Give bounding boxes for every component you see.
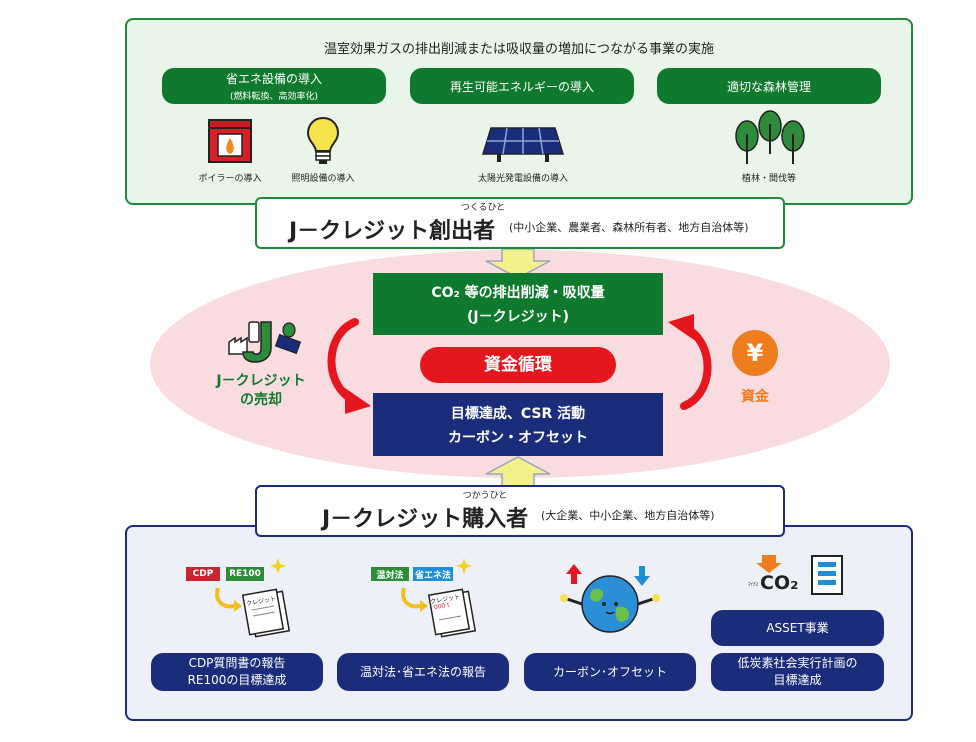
credit-document-icon: [215, 558, 291, 638]
energy-saving-law-tag: 省エネ法: [413, 567, 453, 581]
lightbulb-icon: [306, 116, 340, 164]
boiler-icon: [208, 119, 252, 163]
fund-cycle-label: 資金循環: [420, 347, 616, 383]
goals-line2: カーボン・オフセット: [448, 429, 588, 446]
goals-line1: 目標達成、CSR 活動: [450, 405, 586, 422]
credit-sale-line2: の売却: [240, 391, 282, 408]
emission-reduction-panel: 温室効果ガスの排出削減または吸収量の増加につながる事業の実施 省エネ設備の導入 …: [125, 18, 913, 205]
building-icon: [811, 555, 843, 595]
usage-item: 温対法･省エネ法の報告: [337, 653, 509, 691]
up-arrow-icon: [485, 456, 551, 486]
global-warming-law-tag: 温対法: [371, 567, 409, 581]
reduction-line1: CO₂ 等の排出削減・吸収量: [431, 285, 605, 301]
usage-item: CDP質問書の報告 RE100の目標達成: [151, 653, 323, 691]
usage-line1: カーボン･オフセット: [552, 664, 667, 679]
yen-coin-icon: ¥: [732, 330, 778, 376]
buyer-name: J－クレジット購入者: [322, 507, 529, 532]
category-sub: (燃料転換、高効率化): [229, 92, 319, 102]
cdp-tag: CDP: [186, 567, 220, 581]
usage-line2: RE100の目標達成: [187, 673, 287, 687]
buyer-goals: 目標達成、CSR 活動 カーボン・オフセット: [373, 393, 663, 456]
category-energy-saving: 省エネ設備の導入 (燃料転換、高効率化): [162, 68, 386, 104]
down-arrow-icon: [485, 249, 551, 279]
usage-item: 低炭素社会実行計画の 目標達成: [711, 653, 884, 691]
usage-line1: 温対法･省エネ法の報告: [359, 664, 486, 679]
panel-title: 温室効果ガスの排出削減または吸収量の増加につながる事業の実施: [323, 42, 714, 57]
globe-icon: [560, 564, 660, 633]
credit-sale-label: J－クレジット の売却: [206, 372, 316, 410]
credit-buyer-box: つかうひと J－クレジット購入者 (大企業、中小企業、地方自治体等): [255, 485, 785, 537]
icon-caption: 太陽光発電設備の導入: [477, 174, 568, 184]
fund-label: 資金: [741, 389, 769, 405]
usage-line1: 低炭素社会実行計画の: [737, 656, 858, 671]
credit-document-icon: [401, 558, 477, 638]
category-forest: 適切な森林管理: [657, 68, 881, 104]
trees-icon: [735, 110, 805, 164]
icon-caption: 植林・間伐等: [741, 174, 796, 184]
fund-flow-arrow-icon: [668, 314, 712, 410]
asset-project-badge: ASSET事業: [711, 610, 884, 646]
category-label: 再生可能エネルギーの導入: [449, 79, 594, 94]
buyer-ruby: つかうひと: [462, 491, 508, 501]
asset-label: ASSET事業: [766, 620, 829, 635]
creator-note: (中小企業、農業者、森林所有者、地方自治体等): [509, 221, 749, 234]
emission-reduction-credit: CO₂ 等の排出削減・吸収量 (J－クレジット): [373, 273, 663, 335]
category-label: 適切な森林管理: [726, 79, 811, 94]
solar-panel-icon: [481, 127, 565, 162]
co2-prefix: ﾏｲﾅｽ: [748, 582, 759, 588]
credit-creator-box: つくるひと J－クレジット創出者 (中小企業、農業者、森林所有者、地方自治体等): [255, 197, 785, 249]
usage-item: カーボン･オフセット: [524, 653, 696, 691]
icon-caption: ボイラーの導入: [198, 174, 262, 184]
creator-name: J－クレジット創出者: [289, 219, 496, 244]
credit-sale-line1: J－クレジット: [216, 373, 306, 389]
icon-caption: 照明設備の導入: [291, 174, 355, 184]
category-label: 省エネ設備の導入: [225, 72, 322, 86]
down-arrow-orange-icon: [756, 555, 782, 573]
co2-label: CO₂: [760, 572, 799, 594]
re100-tag: RE100: [226, 567, 264, 581]
usage-line2: 目標達成: [773, 673, 822, 687]
category-renewable: 再生可能エネルギーの導入: [410, 68, 634, 104]
reduction-line2: (J－クレジット): [466, 309, 569, 325]
j-credit-icon: [228, 321, 302, 363]
buyer-note: (大企業、中小企業、地方自治体等): [541, 509, 715, 522]
usage-line1: CDP質問書の報告: [188, 656, 286, 671]
creator-ruby: つくるひと: [460, 203, 506, 213]
credit-sale-arrow-icon: [327, 318, 371, 414]
